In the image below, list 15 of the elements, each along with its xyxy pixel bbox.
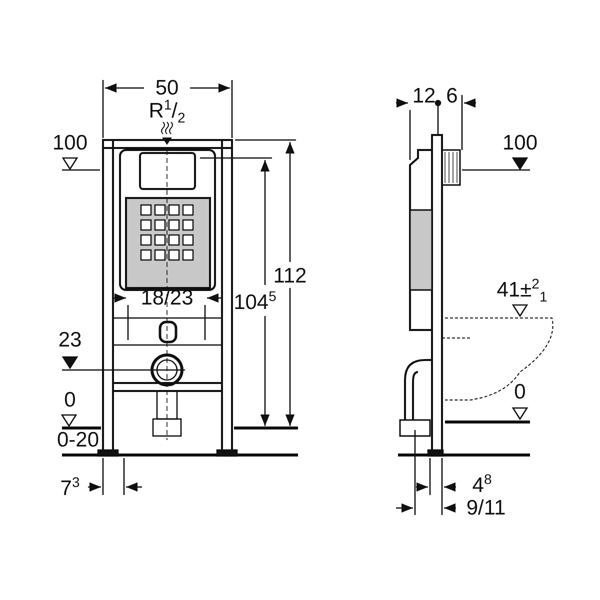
level-label: 23 xyxy=(58,330,82,350)
dimension-label: 7$^{3}$ xyxy=(60,475,80,499)
level-label: 0 xyxy=(514,382,526,402)
dimension-label: 12 xyxy=(412,86,436,106)
thread-label: R$^{1}$/$_{2}$ xyxy=(148,97,186,125)
dimension-label: 50 xyxy=(155,78,179,98)
dimension-label: 104$^{5}$ xyxy=(234,289,276,313)
dimension-label: 112 xyxy=(273,266,307,286)
dimension-label: 4$^{8}$ xyxy=(472,472,492,496)
level-label: 100 xyxy=(502,132,538,154)
level-label: 100 xyxy=(52,132,88,154)
dimension-label: 0-20 xyxy=(56,430,100,450)
dimension-label: 9/11 xyxy=(466,498,506,518)
dimension-label: 6 xyxy=(446,86,458,106)
level-label: 0 xyxy=(64,390,76,410)
